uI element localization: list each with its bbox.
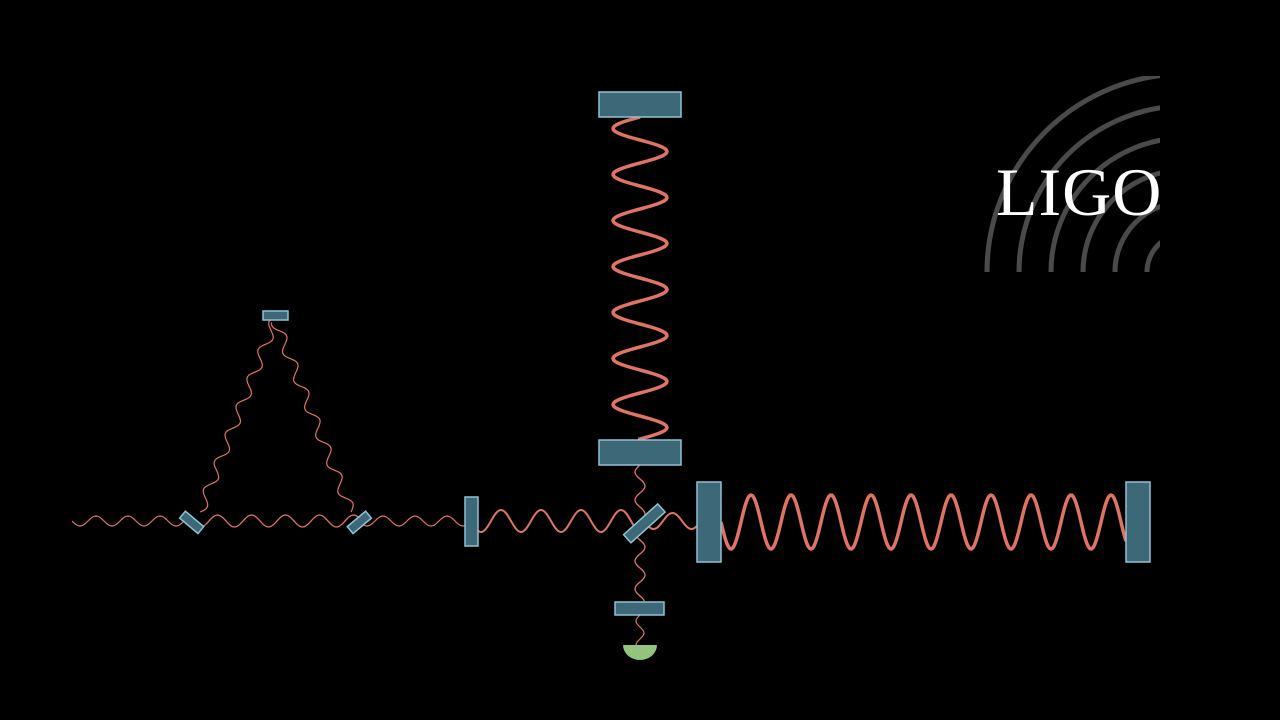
photodetector-icon [623, 645, 657, 660]
mode-cleaner-right-beam [270, 322, 354, 513]
power-recycling-mirror [464, 496, 479, 547]
mode-cleaner-output-beam [358, 515, 471, 527]
horizontal-arm-input-mirror [696, 481, 722, 563]
wave-arcs-icon [984, 76, 1160, 272]
beam-splitter [622, 502, 667, 544]
horizontal-arm-cavity-beam [719, 493, 1128, 551]
laser-beams [71, 115, 1128, 646]
wave-arc [984, 76, 1160, 272]
input-laser-beam [71, 515, 193, 527]
mode-cleaner-left-beam [199, 318, 274, 513]
mode-cleaner-top-mirror [262, 310, 289, 321]
vertical-arm-end-mirror [598, 91, 682, 118]
mode-cleaner-bottom-beam [191, 514, 359, 528]
detector-beam [635, 614, 645, 646]
recycling-cavity-beam [470, 508, 644, 534]
mode-cleaner-left-mirror [178, 510, 205, 535]
optical-components [178, 91, 1151, 616]
ligo-logo-text: LIGO [996, 154, 1163, 230]
wave-arc [1144, 240, 1160, 272]
vertical-arm-input-mirror [598, 439, 682, 466]
output-mirror [614, 601, 665, 616]
output-beam [634, 525, 646, 602]
mode-cleaner-right-mirror [346, 510, 373, 535]
horizontal-arm-end-mirror [1125, 481, 1151, 563]
vertical-arm-cavity-beam [611, 115, 669, 442]
vertical-connector-beam [634, 464, 646, 521]
